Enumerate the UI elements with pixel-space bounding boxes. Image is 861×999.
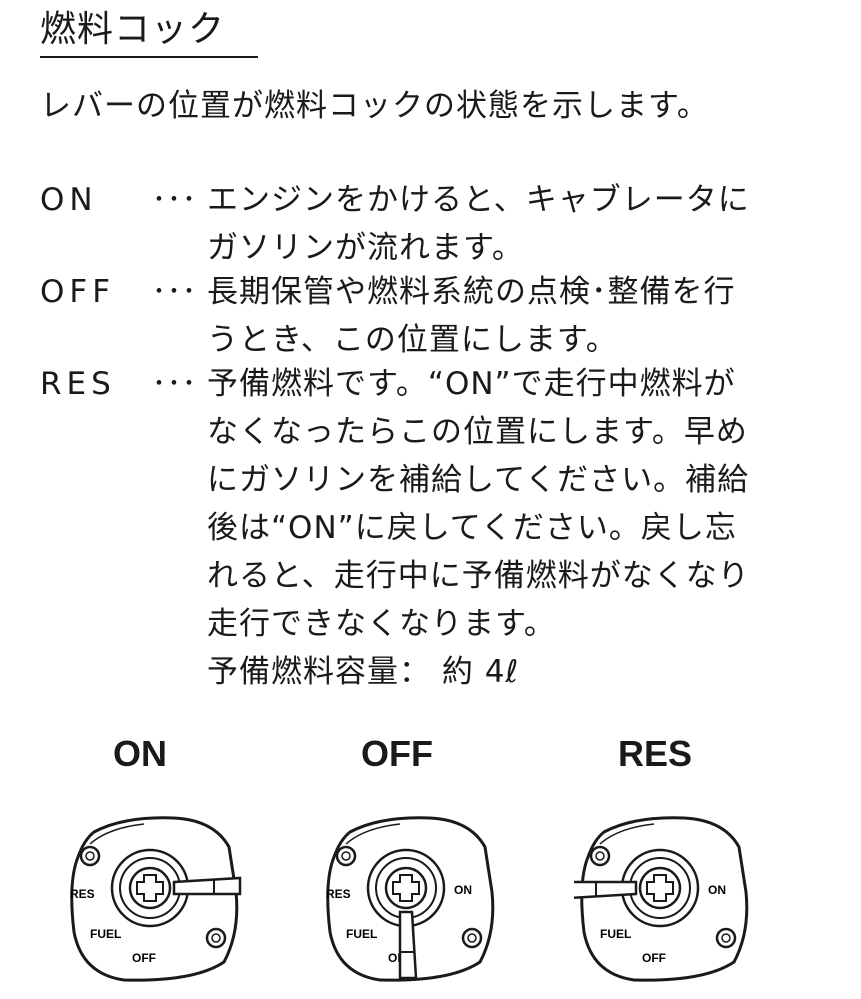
figure-caption-on: ON bbox=[113, 733, 167, 774]
reserve-capacity: 予備燃料容量： 約 4ℓ bbox=[207, 654, 520, 690]
entry-description: 長期保管や燃料系統の点検･整備を行 うとき、この位置にします。 bbox=[207, 268, 736, 364]
intro-text: レバーの位置が燃料コックの状態を示します。 bbox=[40, 88, 709, 124]
description-line: 後は“ON”に戻してください。戻し忘 bbox=[207, 510, 737, 546]
entry-term: OFF bbox=[40, 274, 116, 310]
entry-dots: ･･･ bbox=[152, 367, 198, 400]
screw-top bbox=[79, 845, 101, 867]
label-fuel: FUEL bbox=[346, 927, 377, 941]
description-line: にガソリンを補給してください。補給 bbox=[207, 462, 750, 498]
screw-bottom bbox=[715, 927, 737, 949]
description-line: 走行できなくなります。 bbox=[207, 606, 556, 642]
section-title: 燃料コック bbox=[40, 9, 226, 50]
description-line: なくなったらこの位置にします。早め bbox=[207, 414, 748, 450]
description-line: 予備燃料です。“ON”で走行中燃料が bbox=[207, 366, 736, 402]
figure-caption-res: RES bbox=[617, 733, 693, 774]
label-res: RES bbox=[70, 887, 95, 901]
label-off: OFF bbox=[132, 951, 156, 965]
entry-dots: ･･･ bbox=[152, 183, 198, 216]
entry-term: ON bbox=[40, 182, 98, 218]
figure-caption-off: OFF bbox=[361, 733, 433, 774]
entry-description: 予備燃料です。“ON”で走行中燃料が なくなったらこの位置にします。早め にガソ… bbox=[207, 360, 750, 696]
entry-dots: ･･･ bbox=[152, 275, 198, 308]
screw-plus-icon bbox=[136, 874, 164, 902]
label-fuel: FUEL bbox=[600, 927, 631, 941]
label-res: RES bbox=[326, 887, 351, 901]
label-off: OFF bbox=[642, 951, 666, 965]
label-on: ON bbox=[454, 883, 472, 897]
description-line: うとき、この位置にします。 bbox=[207, 322, 618, 358]
screw-top bbox=[335, 845, 357, 867]
screw-plus-icon bbox=[392, 874, 420, 902]
screw-bottom bbox=[461, 927, 483, 949]
entry-description: エンジンをかけると、キャブレータに ガソリンが流れます。 bbox=[207, 176, 750, 272]
description-line: 長期保管や燃料系統の点検･整備を行 bbox=[207, 274, 736, 310]
title-underline bbox=[40, 56, 258, 58]
fuel-cock-illustration-res: FUEL OFF ON bbox=[574, 816, 749, 982]
lever bbox=[172, 876, 242, 896]
screw-bottom bbox=[205, 927, 227, 949]
entry-term: RES bbox=[40, 366, 116, 402]
lever bbox=[574, 880, 638, 900]
description-line: エンジンをかけると、キャブレータに bbox=[207, 182, 750, 218]
screw-top bbox=[589, 845, 611, 867]
screw-plus-icon bbox=[646, 874, 674, 902]
fuel-cock-illustration-off: RES FUEL OFF ON bbox=[326, 816, 495, 982]
label-on: ON bbox=[708, 883, 726, 897]
description-line: ガソリンが流れます。 bbox=[207, 230, 524, 266]
fuel-cock-illustration-on: RES FUEL OFF bbox=[70, 816, 242, 982]
description-line: れると、走行中に予備燃料がなくなり bbox=[207, 558, 750, 594]
label-fuel: FUEL bbox=[90, 927, 121, 941]
lever bbox=[398, 910, 418, 980]
